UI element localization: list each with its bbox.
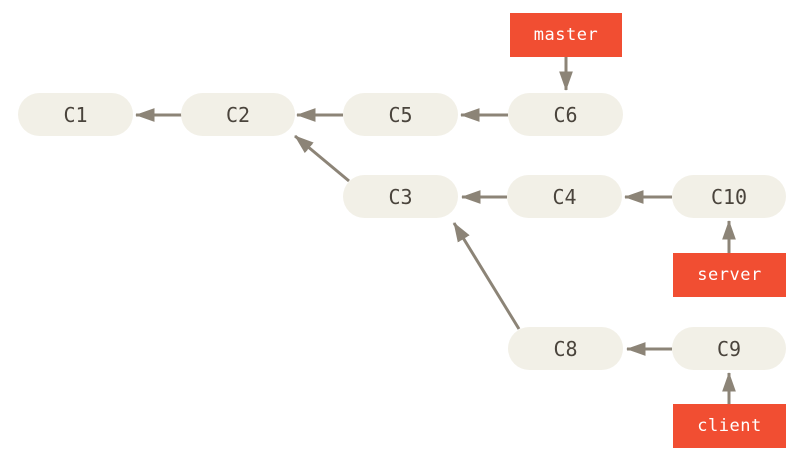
commit-label-c8: C8	[553, 336, 578, 361]
commit-node-c1: C1	[18, 93, 133, 136]
branch-label-master: master	[510, 13, 622, 57]
commit-label-c9: C9	[716, 336, 742, 361]
branch-name-master: master	[533, 24, 599, 45]
commit-label-c3: C3	[388, 184, 413, 209]
branch-label-client: client	[673, 404, 786, 448]
commit-label-c4: C4	[552, 184, 577, 209]
edge-c3-to-c2	[294, 134, 350, 183]
commit-label-c10: C10	[710, 184, 748, 209]
commit-label-c5: C5	[388, 102, 413, 127]
commit-label-c6: C6	[553, 102, 578, 127]
commit-node-c6: C6	[508, 93, 623, 136]
commit-node-c10: C10	[672, 175, 786, 218]
commit-label-c2: C2	[225, 102, 251, 127]
commit-node-c8: C8	[508, 327, 623, 370]
branch-name-client: client	[697, 415, 762, 436]
commit-node-c4: C4	[507, 175, 622, 218]
commit-node-c5: C5	[343, 93, 458, 136]
edge-c8-to-c3	[452, 222, 521, 330]
commit-node-c2: C2	[181, 93, 295, 136]
commit-node-c3: C3	[343, 175, 458, 218]
commit-node-c9: C9	[672, 327, 786, 370]
commit-label-c1: C1	[63, 102, 88, 127]
branch-label-server: server	[673, 253, 786, 297]
branch-name-server: server	[697, 264, 762, 285]
